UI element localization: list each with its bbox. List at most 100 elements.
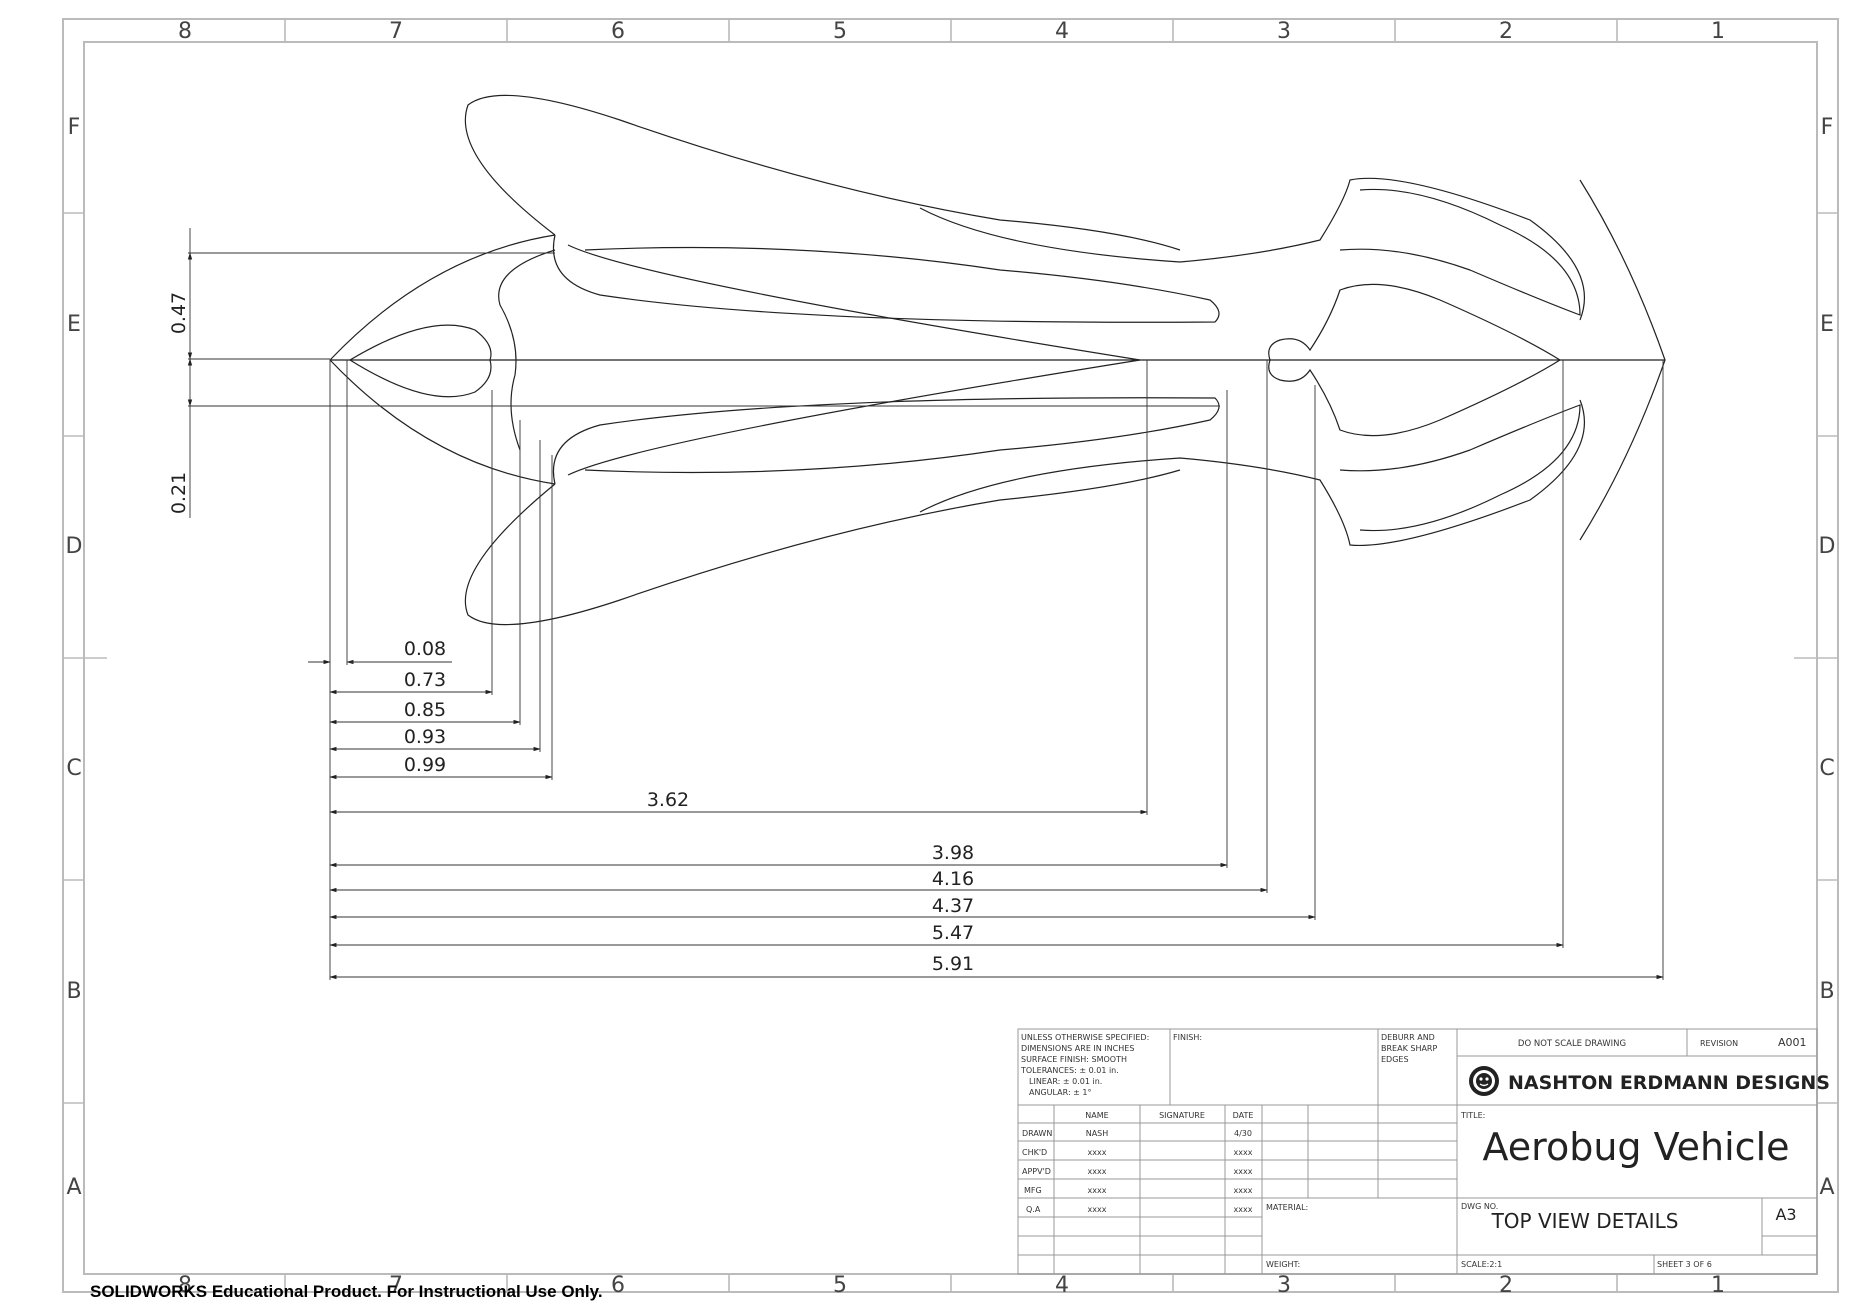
zone-top-3: 3	[1277, 19, 1291, 44]
zone-right-D: D	[1819, 534, 1836, 559]
tail-eye	[1268, 283, 1562, 437]
dim-0-99: 0.99	[404, 754, 446, 776]
tb-deburr-1: DEBURR AND	[1381, 1033, 1435, 1042]
zone-left-A: A	[66, 1175, 81, 1200]
tb-row-name: xxxx	[1088, 1205, 1107, 1214]
zone-bottom-4: 4	[1055, 1273, 1069, 1298]
tb-note-1: UNLESS OTHERWISE SPECIFIED:	[1021, 1033, 1149, 1042]
zone-ticks	[63, 19, 1838, 1292]
title-block	[1017, 1028, 1818, 1275]
zone-labels-left: F E D C B A	[66, 115, 83, 1200]
tb-header-name: NAME	[1085, 1111, 1108, 1120]
tb-row-role: APPV'D	[1022, 1167, 1051, 1176]
zone-left-F: F	[68, 115, 81, 140]
upper-wing-inner	[553, 234, 1220, 323]
zone-left-D: D	[66, 534, 83, 559]
tb-note-5: LINEAR: ± 0.01 in.	[1029, 1077, 1102, 1086]
zone-top-1: 1	[1711, 19, 1725, 44]
tb-do-not-scale: DO NOT SCALE DRAWING	[1518, 1039, 1626, 1049]
zone-bottom-5: 5	[833, 1273, 847, 1298]
lower-wing-inner	[553, 397, 1220, 485]
upper-body-curve	[498, 249, 556, 451]
tb-row-role: CHK'D	[1022, 1148, 1047, 1157]
tb-deburr-2: BREAK SHARP	[1381, 1044, 1437, 1053]
zone-left-C: C	[66, 756, 81, 781]
dim-5-91: 5.91	[932, 953, 974, 975]
zone-right-A: A	[1819, 1175, 1834, 1200]
tb-title-label: TITLE:	[1460, 1111, 1485, 1120]
tail-point	[1579, 179, 1666, 541]
tb-scale: SCALE:2:1	[1461, 1260, 1502, 1269]
tb-row-date: xxxx	[1234, 1148, 1253, 1157]
tb-material-label: MATERIAL:	[1266, 1203, 1308, 1212]
zone-labels-bottom: 8 7 6 5 4 3 2 1	[178, 1273, 1725, 1298]
dim-0-21: 0.21	[168, 472, 190, 514]
vehicle-outline	[329, 94, 1666, 626]
nose-outline	[329, 234, 556, 485]
tb-row-date: xxxx	[1234, 1205, 1253, 1214]
dim-3-62: 3.62	[647, 789, 689, 811]
zone-bottom-1: 1	[1711, 1273, 1725, 1298]
tb-revision-value: A001	[1778, 1036, 1807, 1049]
zone-left-B: B	[66, 979, 81, 1004]
dim-5-47: 5.47	[932, 922, 974, 944]
tb-note-4: TOLERANCES: ± 0.01 in.	[1020, 1066, 1119, 1075]
tb-header-date: DATE	[1233, 1111, 1254, 1120]
tb-row-name: xxxx	[1088, 1186, 1107, 1195]
zone-top-6: 6	[611, 19, 625, 44]
footer-watermark: SOLIDWORKS Educational Product. For Inst…	[90, 1282, 603, 1301]
tb-row-role: MFG	[1024, 1186, 1042, 1195]
tb-size: A3	[1775, 1205, 1796, 1224]
tb-weight-label: WEIGHT:	[1266, 1260, 1300, 1269]
zone-bottom-6: 6	[611, 1273, 625, 1298]
zone-bottom-2: 2	[1499, 1273, 1513, 1298]
company-logo-icon	[1469, 1066, 1499, 1096]
dim-0-93: 0.93	[404, 726, 446, 748]
tb-row-name: NASH	[1086, 1129, 1109, 1138]
tb-row-date: xxxx	[1234, 1186, 1253, 1195]
tb-row-date: 4/30	[1234, 1129, 1252, 1138]
zone-bottom-3: 3	[1277, 1273, 1291, 1298]
zone-right-F: F	[1821, 115, 1834, 140]
zone-top-7: 7	[389, 19, 403, 44]
zone-left-E: E	[67, 312, 81, 337]
zone-right-C: C	[1819, 756, 1834, 781]
dim-0-73: 0.73	[404, 669, 446, 691]
dim-0-47: 0.47	[168, 292, 190, 334]
zone-right-E: E	[1820, 312, 1834, 337]
mid-body-upper	[919, 177, 1585, 321]
zone-labels-right: F E D C B A	[1819, 115, 1836, 1200]
tb-dwg-label: DWG NO.	[1461, 1202, 1498, 1211]
dim-0-85: 0.85	[404, 699, 446, 721]
zone-bottom-8: 8	[178, 1273, 192, 1298]
tb-company: NASHTON ERDMANN DESIGNS	[1508, 1072, 1830, 1094]
tail-lower-fin	[1339, 404, 1581, 532]
tb-finish-label: FINISH:	[1173, 1033, 1202, 1042]
dim-4-37: 4.37	[932, 895, 974, 917]
tb-note-2: DIMENSIONS ARE IN INCHES	[1021, 1044, 1134, 1053]
tb-sheet: SHEET 3 OF 6	[1657, 1260, 1712, 1269]
zone-right-B: B	[1819, 979, 1834, 1004]
tb-note-3: SURFACE FINISH: SMOOTH	[1021, 1055, 1127, 1064]
vertical-dimensions	[187, 228, 1220, 518]
tb-row-role: Q.A	[1026, 1205, 1041, 1214]
upper-spar	[567, 244, 1141, 361]
tb-deburr-3: EDGES	[1381, 1055, 1409, 1064]
upper-wing	[464, 94, 1181, 251]
tb-row-role: DRAWN	[1022, 1129, 1052, 1138]
horizontal-dimensions	[308, 360, 1664, 980]
lower-spar	[567, 359, 1141, 476]
left-eye	[348, 324, 492, 398]
dim-0-08: 0.08	[404, 638, 446, 660]
zone-top-2: 2	[1499, 19, 1513, 44]
zone-labels-top: 8 7 6 5 4 3 2 1	[178, 19, 1725, 44]
tb-revision-label: REVISION	[1700, 1039, 1738, 1048]
dim-4-16: 4.16	[932, 868, 974, 890]
zone-top-4: 4	[1055, 19, 1069, 44]
tb-row-name: xxxx	[1088, 1148, 1107, 1157]
tb-row-date: xxxx	[1234, 1167, 1253, 1176]
dim-3-98: 3.98	[932, 842, 974, 864]
tb-note-6: ANGULAR: ± 1°	[1029, 1088, 1092, 1097]
tb-dwg-no: TOP VIEW DETAILS	[1491, 1209, 1679, 1233]
